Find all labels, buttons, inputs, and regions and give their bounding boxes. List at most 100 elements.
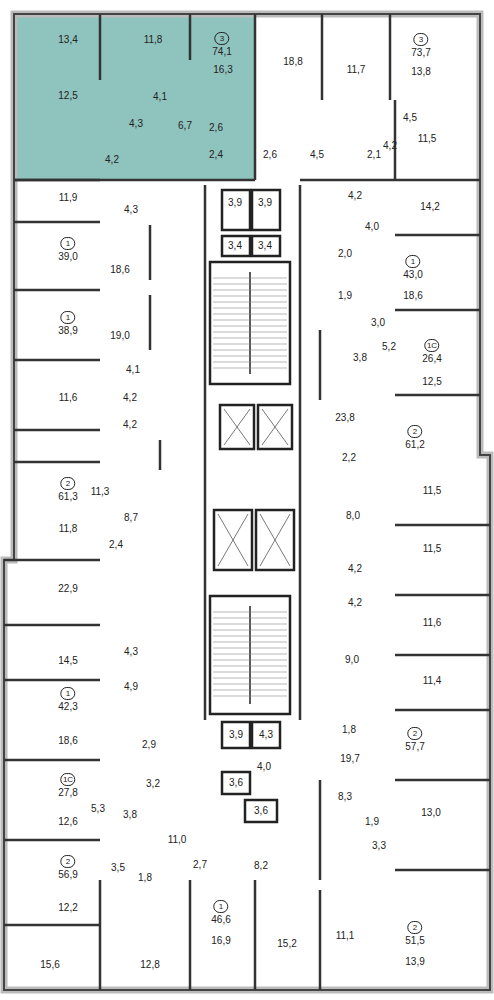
wall — [319, 890, 322, 990]
room-area: 18,6 — [110, 264, 129, 276]
apartment-area: 61,2 — [405, 439, 424, 451]
core-room — [258, 405, 292, 449]
apartment-badge: 373,7 — [411, 33, 430, 59]
room-area: 3,6 — [254, 805, 268, 817]
room-area: 8,7 — [124, 512, 138, 524]
stair-step — [213, 362, 287, 363]
stair-divider — [249, 606, 251, 704]
room-area: 12,6 — [58, 816, 77, 828]
apartment-badge: 142,3 — [58, 687, 77, 713]
room-area: 11,8 — [144, 34, 163, 46]
room-count: 2 — [408, 425, 423, 438]
room-area: 12,2 — [58, 902, 77, 914]
room-area: 4,3 — [259, 729, 273, 741]
apartment-badge: 257,7 — [405, 727, 424, 753]
wall — [149, 295, 152, 350]
room-area: 4,2 — [105, 154, 119, 166]
apartment-area: 56,9 — [58, 869, 77, 881]
core-room — [210, 262, 290, 384]
wall — [4, 679, 100, 682]
stair-step — [213, 344, 287, 345]
room-area: 2,4 — [109, 539, 123, 551]
room-area: 12,5 — [58, 90, 77, 102]
apartment-badge: 256,9 — [58, 855, 77, 881]
wall — [319, 330, 322, 400]
room-area: 5,2 — [382, 341, 396, 353]
room-count: 2 — [408, 727, 423, 740]
room-area: 13,4 — [58, 34, 77, 46]
apartment-badge: 139,0 — [58, 237, 77, 263]
room-area: 14,5 — [58, 655, 77, 667]
room-area: 11,6 — [423, 617, 442, 629]
room-area: 3,6 — [229, 777, 243, 789]
stair-step — [213, 618, 287, 619]
room-count: 1С — [61, 773, 76, 786]
building-core — [210, 190, 294, 822]
core-room — [222, 722, 250, 748]
stair-step — [213, 690, 287, 691]
room-area: 3,9 — [228, 197, 242, 209]
room-area: 9,0 — [345, 654, 359, 666]
stair-step — [213, 284, 287, 285]
apartment-area: 57,7 — [405, 741, 424, 753]
apartment-badge: 1С26,4 — [422, 339, 441, 365]
room-area: 16,9 — [211, 935, 230, 947]
elevator-cross — [262, 409, 288, 445]
apartment-area: 51,5 — [405, 935, 424, 947]
core-room — [222, 190, 250, 230]
stair-step — [213, 332, 287, 333]
wall — [99, 880, 102, 990]
wall — [4, 624, 100, 627]
core-room — [210, 596, 290, 714]
stair-step — [213, 368, 287, 369]
wall — [319, 780, 322, 880]
elevator-cross — [224, 409, 250, 445]
room-area: 11,5 — [418, 133, 437, 145]
wall — [321, 14, 324, 100]
room-area: 4,3 — [129, 118, 143, 130]
apartment-area: 38,9 — [58, 325, 77, 337]
stair-step — [213, 612, 287, 613]
room-area: 2,9 — [142, 739, 156, 751]
stair-step — [213, 302, 287, 303]
wall — [14, 289, 100, 292]
apartment-area: 27,8 — [58, 787, 77, 799]
stair-step — [213, 350, 287, 351]
wall — [254, 880, 257, 990]
room-area: 19,0 — [110, 330, 129, 342]
apartment-badge: 1С27,8 — [58, 773, 77, 799]
apartment-badge: 261,3 — [58, 477, 77, 503]
core-room — [245, 800, 277, 822]
stair-step — [213, 290, 287, 291]
room-area: 4,1 — [126, 364, 140, 376]
outer-wall — [4, 14, 490, 990]
core-room — [256, 510, 294, 570]
room-count: 1 — [214, 900, 229, 913]
stair-step — [213, 314, 287, 315]
room-area: 15,2 — [277, 938, 296, 950]
room-area: 3,8 — [353, 352, 367, 364]
wall — [395, 779, 490, 782]
apartment-badge: 143,0 — [403, 255, 422, 281]
outer-wall-shadow — [4, 14, 490, 990]
room-area: 16,3 — [213, 64, 232, 76]
room-area: 4,3 — [124, 204, 138, 216]
stair-step — [213, 696, 287, 697]
room-area: 4,2 — [123, 419, 137, 431]
wall — [14, 179, 255, 182]
room-area: 3,0 — [371, 317, 385, 329]
room-area: 2,7 — [193, 859, 207, 871]
room-area: 4,2 — [348, 563, 362, 575]
room-area: 1,8 — [342, 724, 356, 736]
room-area: 4,0 — [365, 221, 379, 233]
apartment-area: 43,0 — [403, 269, 422, 281]
room-count: 1 — [61, 237, 76, 250]
wall — [395, 709, 490, 712]
apartment-area: 42,3 — [58, 701, 77, 713]
room-area: 11,3 — [91, 486, 110, 498]
room-area: 19,7 — [340, 753, 359, 765]
room-area: 13,0 — [421, 807, 440, 819]
apartment-badge: 261,2 — [405, 425, 424, 451]
stair-divider — [249, 272, 251, 374]
room-count: 2 — [408, 921, 423, 934]
